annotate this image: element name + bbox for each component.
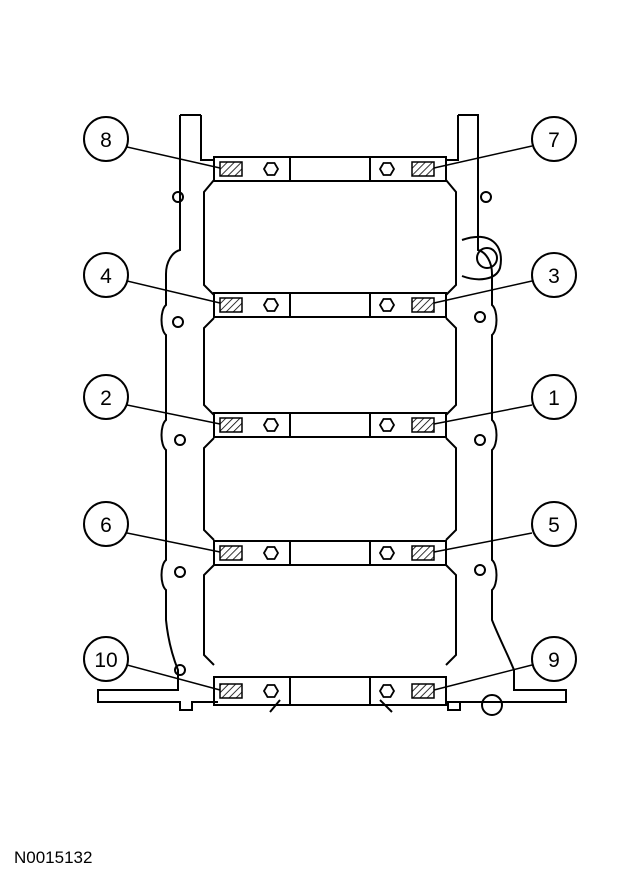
dowel-hole-upper xyxy=(476,247,498,269)
main-bearing-caps xyxy=(213,156,447,713)
dowel-hole-lower xyxy=(481,694,503,716)
callout-label-9: 9 xyxy=(548,649,560,672)
callout-4 xyxy=(83,252,129,298)
cap-bolts xyxy=(262,162,396,698)
callout-label-7: 7 xyxy=(548,129,560,152)
callout-2 xyxy=(83,374,129,420)
callout-label-10: 10 xyxy=(94,649,117,672)
callout-label-5: 5 xyxy=(548,514,560,537)
callout-3 xyxy=(531,252,577,298)
block-left-inner xyxy=(180,114,214,161)
callout-8 xyxy=(83,116,129,162)
side-bolts xyxy=(219,161,435,699)
bearing-cap-2 xyxy=(213,292,447,318)
bearing-cap-3 xyxy=(213,412,447,438)
callout-5 xyxy=(531,501,577,547)
callout-label-4: 4 xyxy=(100,265,112,288)
callout-label-8: 8 xyxy=(100,129,112,152)
callout-10 xyxy=(83,636,129,682)
bearing-cap-5 xyxy=(213,676,447,713)
callout-label-2: 2 xyxy=(100,387,112,410)
bearing-cap-1 xyxy=(213,156,447,182)
callout-9 xyxy=(531,636,577,682)
block-right-rail xyxy=(446,114,567,711)
block-left-rail xyxy=(97,115,218,711)
leader-lines xyxy=(126,145,533,691)
callout-label-3: 3 xyxy=(548,265,560,288)
callout-6 xyxy=(83,501,129,547)
callout-label-1: 1 xyxy=(548,387,560,410)
callout-1 xyxy=(531,374,577,420)
figure-reference-id: N0015132 xyxy=(14,848,93,867)
callout-7 xyxy=(531,116,577,162)
bearing-cap-4 xyxy=(213,540,447,566)
callout-label-6: 6 xyxy=(100,514,112,537)
